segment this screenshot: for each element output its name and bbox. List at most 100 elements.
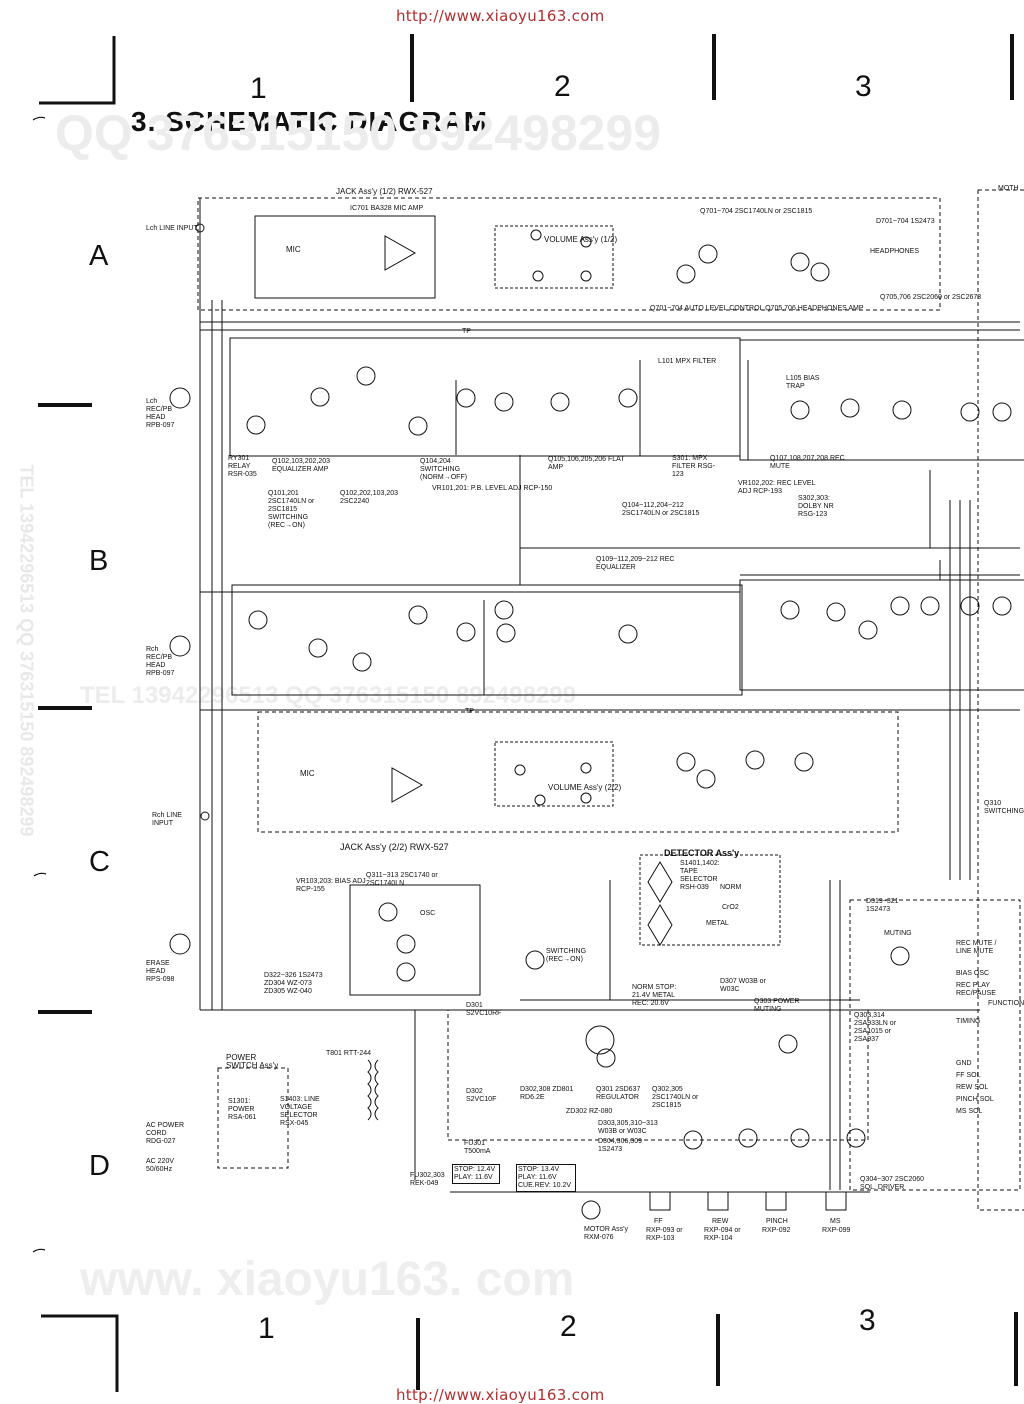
column-number-top-2: 2 [554,70,571,103]
label-rxp-ff: RXP-093 or RXP-103 [646,1227,683,1242]
label-ff: FF [654,1218,663,1225]
column-number-bottom-2: 2 [560,1310,577,1343]
label-d319: D319~321 1S2473 [866,898,899,913]
label-metal: METAL [706,920,729,927]
label-dolby: S302,303: DOLBY NR RSG-123 [798,495,834,518]
label-norm-stop: NORM STOP: 21.4V METAL REC: 20.6V [632,984,677,1007]
label-power-switch: POWER SWITCH Ass'y [226,1053,279,1070]
label-d302: D302 S2VC10F [466,1088,497,1103]
header-url[interactable]: http://www.xiaoyu163.com [396,7,605,25]
label-q310: Q310 SWITCHING [984,800,1024,815]
label-s1301: S1301: POWER RSA-061 [228,1098,257,1121]
label-lch-line-input: Lch LINE INPUT [146,225,198,232]
label-d307: D307 W03B or W03C [720,978,766,993]
label-volume-top: VOLUME Ass'y (1/2) [544,235,618,244]
label-timing: TIMING [956,1018,981,1025]
label-alc: Q701~704 AUTO LEVEL CONTROL Q705,706 HEA… [650,305,864,312]
label-moth: MOTH [998,185,1019,192]
label-lch-head: Lch REC/PB HEAD RPB-097 [146,398,175,429]
label-d301: D301 S2VC10RF [466,1002,502,1017]
label-q104-212: Q104~112,204~212 2SC1740LN or 2SC1815 [622,502,700,517]
label-rec-mute-line: REC MUTE / LINE MUTE [956,940,997,955]
label-q302-305: Q302,305 2SC1740LN or 2SC1815 [652,1086,699,1109]
label-ac-volt: AC 220V 50/60Hz [146,1158,175,1173]
label-tp-1: TP [462,328,471,335]
label-q304-307: Q304~307 2SC2060 SOL. DRIVER [860,1176,925,1191]
label-q303-314: Q303,314 2SA933LN or 2SA1015 or 2SA937 [854,1012,897,1043]
label-volume-bottom: VOLUME Ass'y (2/2) [548,783,622,792]
label-s1402: S1403: LINE VOLTAGE SELECTOR RSX-045 [280,1096,320,1127]
label-rxp-ms: RXP-099 [822,1227,851,1234]
label-d302-309: D302,308 ZD801 RD6.2E [520,1086,574,1101]
label-bias-adj: VR103,203: BIAS ADJ RCP-155 [296,878,366,893]
label-rch-head: Rch REC/PB HEAD RPB-097 [146,646,175,677]
label-q301: Q301 2SD637 REGULATOR [596,1086,641,1101]
label-d701: D701~704 1S2473 [876,218,935,225]
label-q101: Q101,201 2SC1740LN or 2SC1815 SWITCHING … [268,490,315,529]
label-mic-top: MIC [286,245,301,254]
label-osc-q311: Q311~313 2SC1740 or 2SC1740LN [366,872,438,887]
label-stop-play2: STOP: 13.4V PLAY: 11.6V CUE.REV: 10.2V [516,1164,576,1192]
label-q701: Q701~704 2SC1740LN or 2SC1815 [700,208,813,215]
label-rec-eq: Q109~112,209~212 REC EQUALIZER [596,556,675,571]
label-stop-play: STOP: 12.4V PLAY: 11.6V [452,1164,500,1184]
row-letter-a: A [89,240,109,272]
label-rec-mute: Q107,108,207,208 REC MUTE [770,455,845,470]
label-erase-head: ERASE HEAD RPS-098 [146,960,175,983]
label-d322: D322~326 1S2473 ZD304 WZ-073 ZD305 WZ-04… [264,972,323,995]
label-d304: D304,306,309 1S2473 [598,1138,642,1153]
page-title: 3. SCHEMATIC DIAGRAM [131,106,489,137]
column-number-bottom-3: 3 [859,1304,876,1337]
label-function: FUNCTION [988,1000,1024,1007]
label-s301: S301: MPX FILTER RSG-123 [672,455,716,478]
label-ac-power: AC POWER CORD RDG-027 [146,1122,185,1145]
label-motor: MOTOR Ass'y RXM-076 [584,1226,628,1241]
label-switching-rec: SWITCHING (REC→ON) [546,948,587,963]
label-ms-sol: MS SOL [956,1108,983,1115]
label-muting: MUTING [884,930,912,937]
label-q102: Q102,202,103,203 2SC2240 [340,490,398,505]
label-detector: DETECTOR Ass'y [664,848,740,858]
label-tape-selector: S1401,1402: TAPE SELECTOR RSH-039 [680,860,720,891]
label-zd302: ZD302 RZ-080 [566,1108,613,1115]
row-letter-d: D [89,1150,110,1182]
label-switching-norm: Q104,204 SWITCHING (NORM→OFF) [420,458,468,481]
column-number-top-1: 1 [250,72,267,105]
label-bias-osc: BIAS OSC [956,970,990,977]
label-pinch-sol: PINCH SOL [956,1096,994,1103]
label-headphones: HEADPHONES [870,248,920,255]
label-eq-amp: Q102,103,202,203 EQUALIZER AMP [272,458,330,473]
label-ms: MS [830,1218,841,1225]
label-norm: NORM [720,884,742,891]
label-q705: Q705,706 2SC2060 or 2SC2673 [880,294,982,301]
label-bias-trap: L105 BIAS TRAP [786,375,820,390]
label-tp-2: TP [465,708,474,715]
label-fu301: FU301 T500mA [464,1140,491,1155]
watermark-bottom: www. xiaoyu163. com [80,1253,575,1306]
footer-url[interactable]: http://www.xiaoyu163.com [396,1386,605,1404]
label-rch-line-input: Rch LINE INPUT [152,812,182,827]
label-t801: T801 RTT-244 [326,1050,372,1057]
label-pinch: PINCH [766,1218,788,1225]
label-ff-sol: FF SOL [956,1072,981,1079]
row-letter-b: B [89,545,109,577]
row-letter-c: C [89,846,110,878]
label-mpx-filter: L101 MPX FILTER [658,358,717,365]
label-vr102: VR102,202: REC LEVEL ADJ RCP-193 [738,480,816,495]
label-relay: RY301 RELAY RSR-035 [228,455,257,478]
label-gnd: GND [956,1060,972,1067]
watermark-top: QQ 376315150 892498299 [55,105,662,161]
label-rxp-rew: RXP-094 or RXP-104 [704,1227,741,1242]
label-jack-top: JACK Ass'y (1/2) RWX-527 [336,187,433,196]
label-mic-bottom: MIC [300,769,315,778]
label-rew: REW [712,1218,729,1225]
label-flat-amp: Q105,106,205,206 FLAT AMP [548,456,625,471]
label-rec-play: REC PLAY REC/PAUSE [956,982,996,997]
label-rew-sol: REW SOL [956,1084,989,1091]
label-osc: OSC [420,910,436,917]
label-jack-bottom: JACK Ass'y (2/2) RWX-527 [340,842,449,852]
label-q303-power: Q303 POWER MUTING [754,998,800,1013]
label-fu302: FU302,303 REK-049 [410,1172,445,1187]
